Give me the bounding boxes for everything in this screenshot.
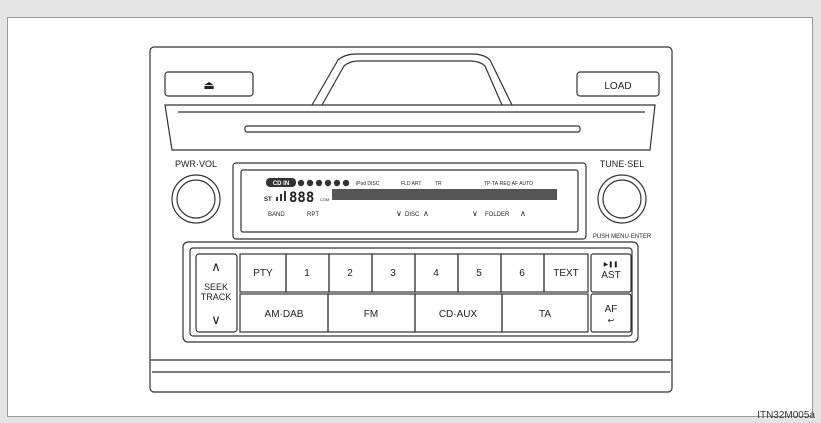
track-label: TRACK [201, 292, 232, 302]
cd-in-indicator: CD IN [273, 181, 289, 187]
cd-slot [244, 125, 581, 133]
cd-aux-label: CD·AUX [439, 309, 478, 320]
button-panel [182, 241, 639, 343]
seek-track-button[interactable] [195, 253, 238, 333]
pwr-vol-knob[interactable] [171, 174, 221, 224]
com-indicator: COM [320, 197, 329, 202]
preset-4-label: 4 [433, 268, 439, 279]
band-indicator: BAND [268, 212, 285, 218]
pwr-vol-label: PWR·VOL [175, 159, 217, 169]
image-id-label: ITN32M005a [757, 410, 815, 421]
folder-down-icon: ∨ [472, 209, 478, 218]
st-indicator: ST [264, 197, 272, 203]
folder-up-icon: ∧ [520, 209, 526, 218]
display-segment-bar [332, 189, 557, 200]
ta-button[interactable] [501, 293, 589, 333]
disc-up-icon: ∧ [423, 209, 429, 218]
seek-label: SEEK [204, 282, 228, 292]
preset-2-label: 2 [347, 268, 353, 279]
ipod-disc-indicator: iPod DISC [356, 181, 380, 187]
af-label: AF [605, 304, 618, 315]
preset-6-label: 6 [519, 268, 525, 279]
rpt-indicator: RPT [307, 212, 319, 218]
eject-button[interactable] [164, 71, 254, 97]
signal-strength-icon [276, 191, 286, 201]
ast-button[interactable] [590, 253, 632, 293]
preset-5-label: 5 [476, 268, 482, 279]
pty-label: PTY [253, 268, 273, 279]
play-pause-icon: ▶❚❚ [604, 261, 619, 268]
unit-bezel [149, 46, 673, 393]
tp-ta-indicator: TP·TA·REQ AF AUTO [484, 181, 533, 187]
load-label: LOAD [604, 81, 631, 92]
tr-indicator: TR [435, 181, 442, 187]
cd-in-badge [266, 178, 296, 187]
tune-sel-label: TUNE·SEL [600, 159, 645, 169]
seek-down-icon: ∨ [211, 312, 221, 327]
ast-label: AST [601, 270, 620, 281]
tune-sel-knob[interactable] [597, 174, 647, 224]
text-button[interactable] [543, 253, 589, 293]
load-button[interactable] [576, 71, 660, 97]
ta-label: TA [539, 309, 551, 320]
af-return-icon: ↩ [608, 316, 615, 325]
display-digits: 888 [289, 190, 314, 206]
display-panel [232, 162, 587, 240]
display-status-dots [297, 179, 350, 187]
fld-art-indicator: FLD ART [401, 181, 421, 187]
eject-icon: ⏏ [203, 78, 214, 92]
preset-3-label: 3 [390, 268, 396, 279]
top-handle [311, 53, 513, 106]
disc-down-icon: ∨ [396, 209, 402, 218]
am-dab-label: AM·DAB [265, 309, 304, 320]
diagram-frame [7, 17, 813, 417]
disc-indicator: DISC [405, 212, 420, 218]
push-menu-enter-label: PUSH MENU·ENTER [593, 234, 652, 240]
text-label: TEXT [553, 268, 579, 279]
seek-up-icon: ∧ [211, 259, 221, 274]
af-button[interactable] [590, 293, 632, 333]
preset-1-label: 1 [304, 268, 310, 279]
folder-indicator: FOLDER [485, 212, 510, 218]
cd-slot-housing [164, 104, 656, 151]
fm-label: FM [364, 309, 378, 320]
